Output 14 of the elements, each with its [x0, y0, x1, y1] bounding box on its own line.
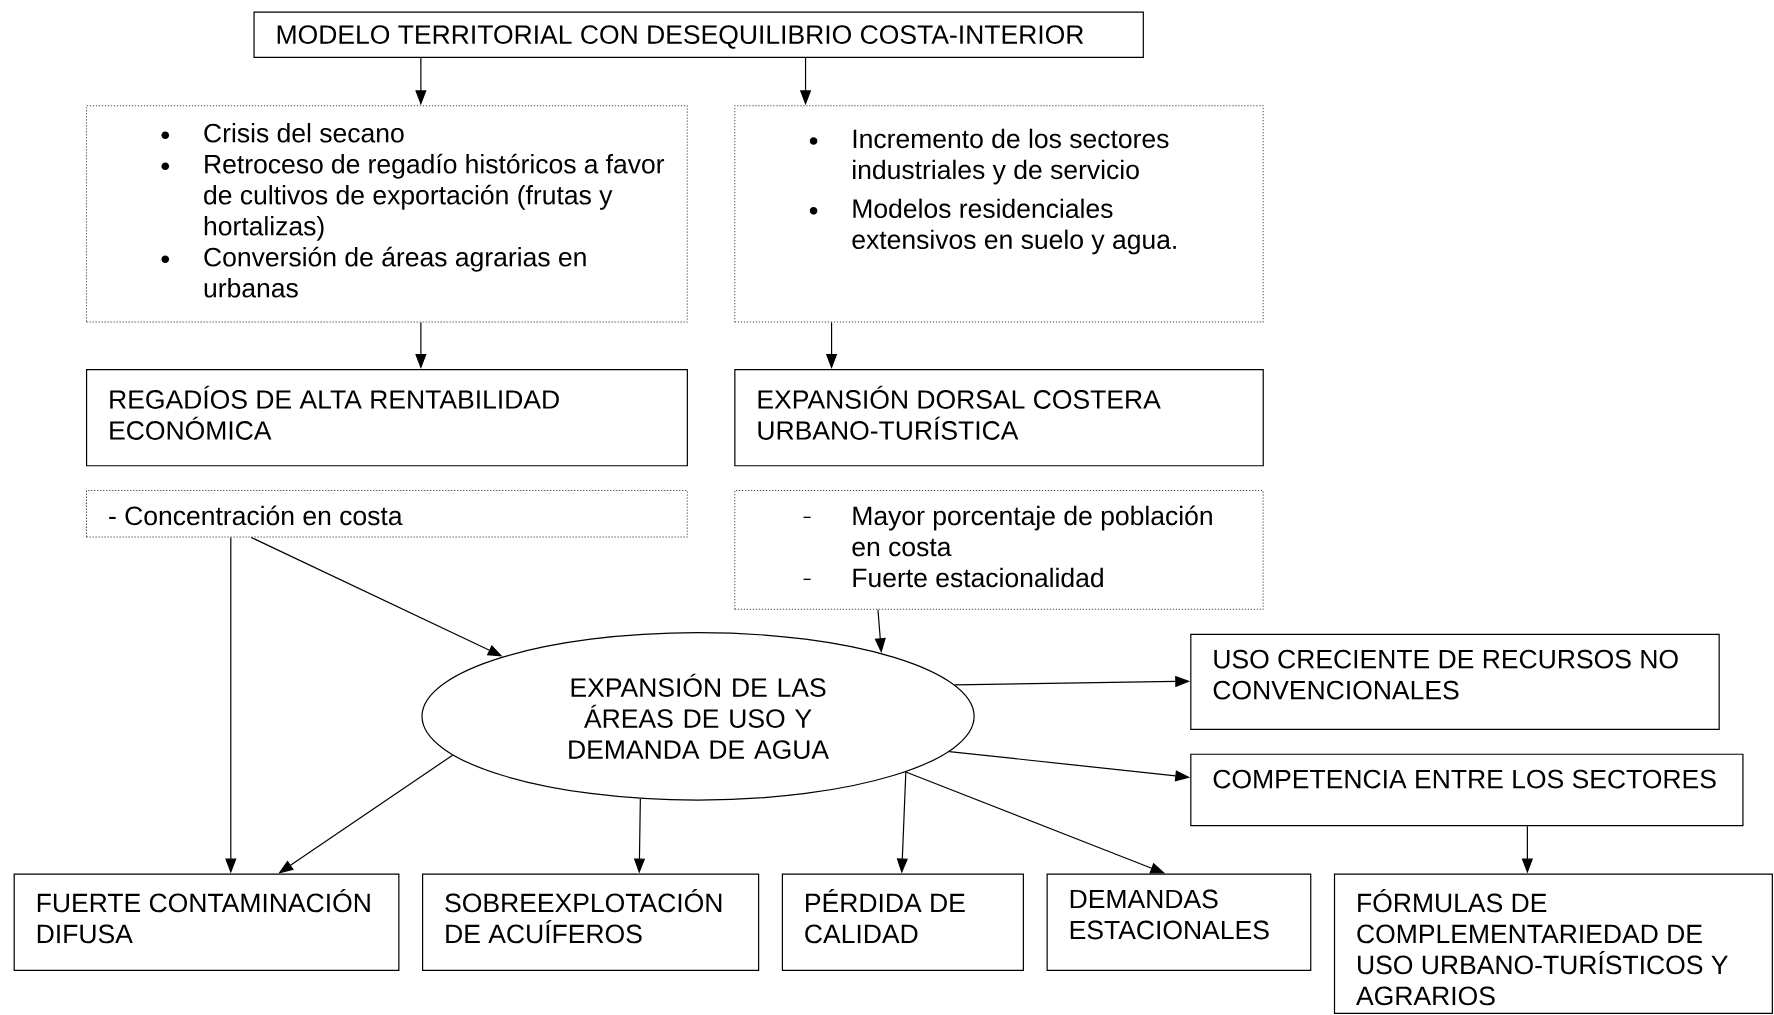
process-box: MODELO TERRITORIAL CON DESEQUILIBRIO COSTA-INTERIOR — [253, 11, 1144, 58]
process-box: EXPANSIÓN DORSAL COSTERA URBANO-TURÍSTICA — [734, 368, 1264, 467]
process-box: SOBREEXPLOTACIÓN DE ACUÍFEROS — [422, 873, 760, 971]
process-box: FUERTE CONTAMINACIÓN DIFUSA — [13, 873, 400, 971]
note-box: Mayor porcentaje de población en costa Fuerte estacionalidad — [734, 490, 1264, 610]
process-box: PÉRDIDA DE CALIDAD — [781, 873, 1024, 971]
process-box: FÓRMULAS DE COMPLEMENTARIEDAD DE USO URBANO-TURÍSTICOS Y AGRARIOS — [1333, 873, 1773, 1014]
note-box: - Concentración en costa — [86, 490, 688, 538]
process-box: DEMANDAS ESTACIONALES — [1046, 873, 1312, 971]
process-box: COMPETENCIA ENTRE LOS SECTORES — [1190, 753, 1744, 827]
note-box: Crisis del secano Retroceso de regadío históricos a favor de cultivos de exportación (frutas y hortalizas) Conversión de áreas agrarias en urbanas — [86, 105, 688, 323]
process-box: REGADÍOS DE ALTA RENTABILIDAD ECONÓMICA — [86, 368, 688, 467]
process-box: USO CRECIENTE DE RECURSOS NO CONVENCIONALES — [1190, 633, 1720, 730]
note-box: Incremento de los sectores industriales y de servicio Modelos residenciales extensivos en suelo y agua. — [734, 105, 1264, 323]
